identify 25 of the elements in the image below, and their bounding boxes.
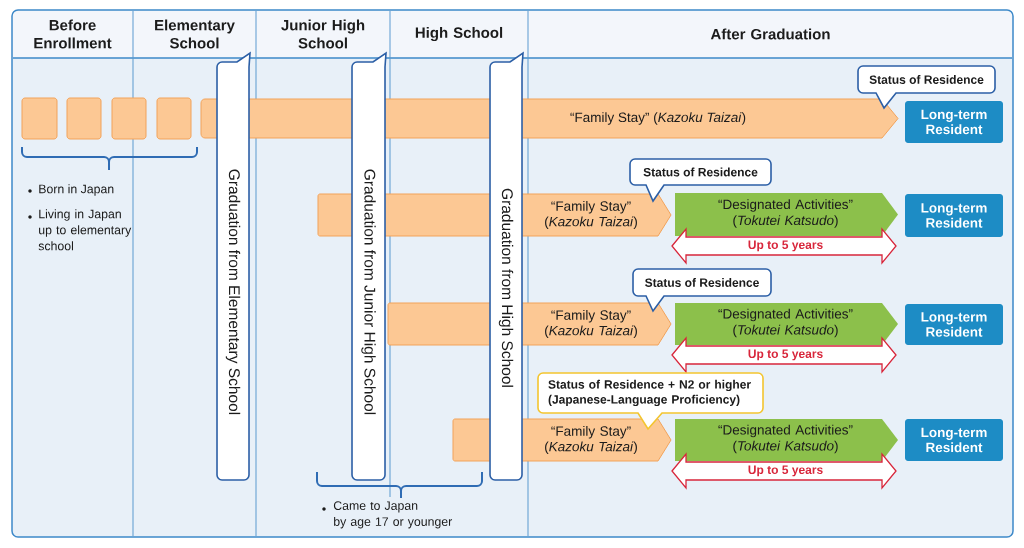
status-box: Long-term Resident (905, 304, 1003, 345)
status-box: Long-term Resident (905, 101, 1003, 143)
status-box: Long-term Resident (905, 419, 1003, 461)
square-block (156, 97, 192, 140)
column-header: Junior High School (256, 10, 390, 58)
graduation-bar: Graduation from Elementary School (216, 52, 251, 481)
arrow-band: “Designated Activities” (Tokutei Katsudo) (675, 303, 898, 345)
column-header: Before Enrollment (12, 10, 133, 58)
bullet-text: Born in Japan (39, 184, 114, 196)
duration-label: Up to 5 years (748, 240, 823, 252)
column-header: Elementary School (133, 10, 256, 58)
square-block (66, 97, 102, 140)
square-block (111, 97, 147, 140)
graduation-bar: Graduation from High School (489, 52, 524, 481)
status-box: Long-term Resident (905, 194, 1003, 237)
arrow-band: “Designated Activities” (Tokutei Katsudo) (675, 193, 898, 236)
bullet-text: Came to Japan by age 17 or younger (333, 501, 452, 529)
duration-label: Up to 5 years (748, 465, 823, 477)
column-header: High School (390, 10, 528, 58)
bullet-text: Living in Japan up to elementary school (38, 209, 132, 251)
graduation-bar: Graduation from Junior High School (351, 52, 387, 481)
duration-label: Up to 5 years (748, 349, 823, 361)
speech-bubble: Status of Residence (857, 65, 996, 109)
arrow-band: “Designated Activities” (Tokutei Katsudo) (675, 419, 898, 461)
square-block (21, 97, 58, 140)
